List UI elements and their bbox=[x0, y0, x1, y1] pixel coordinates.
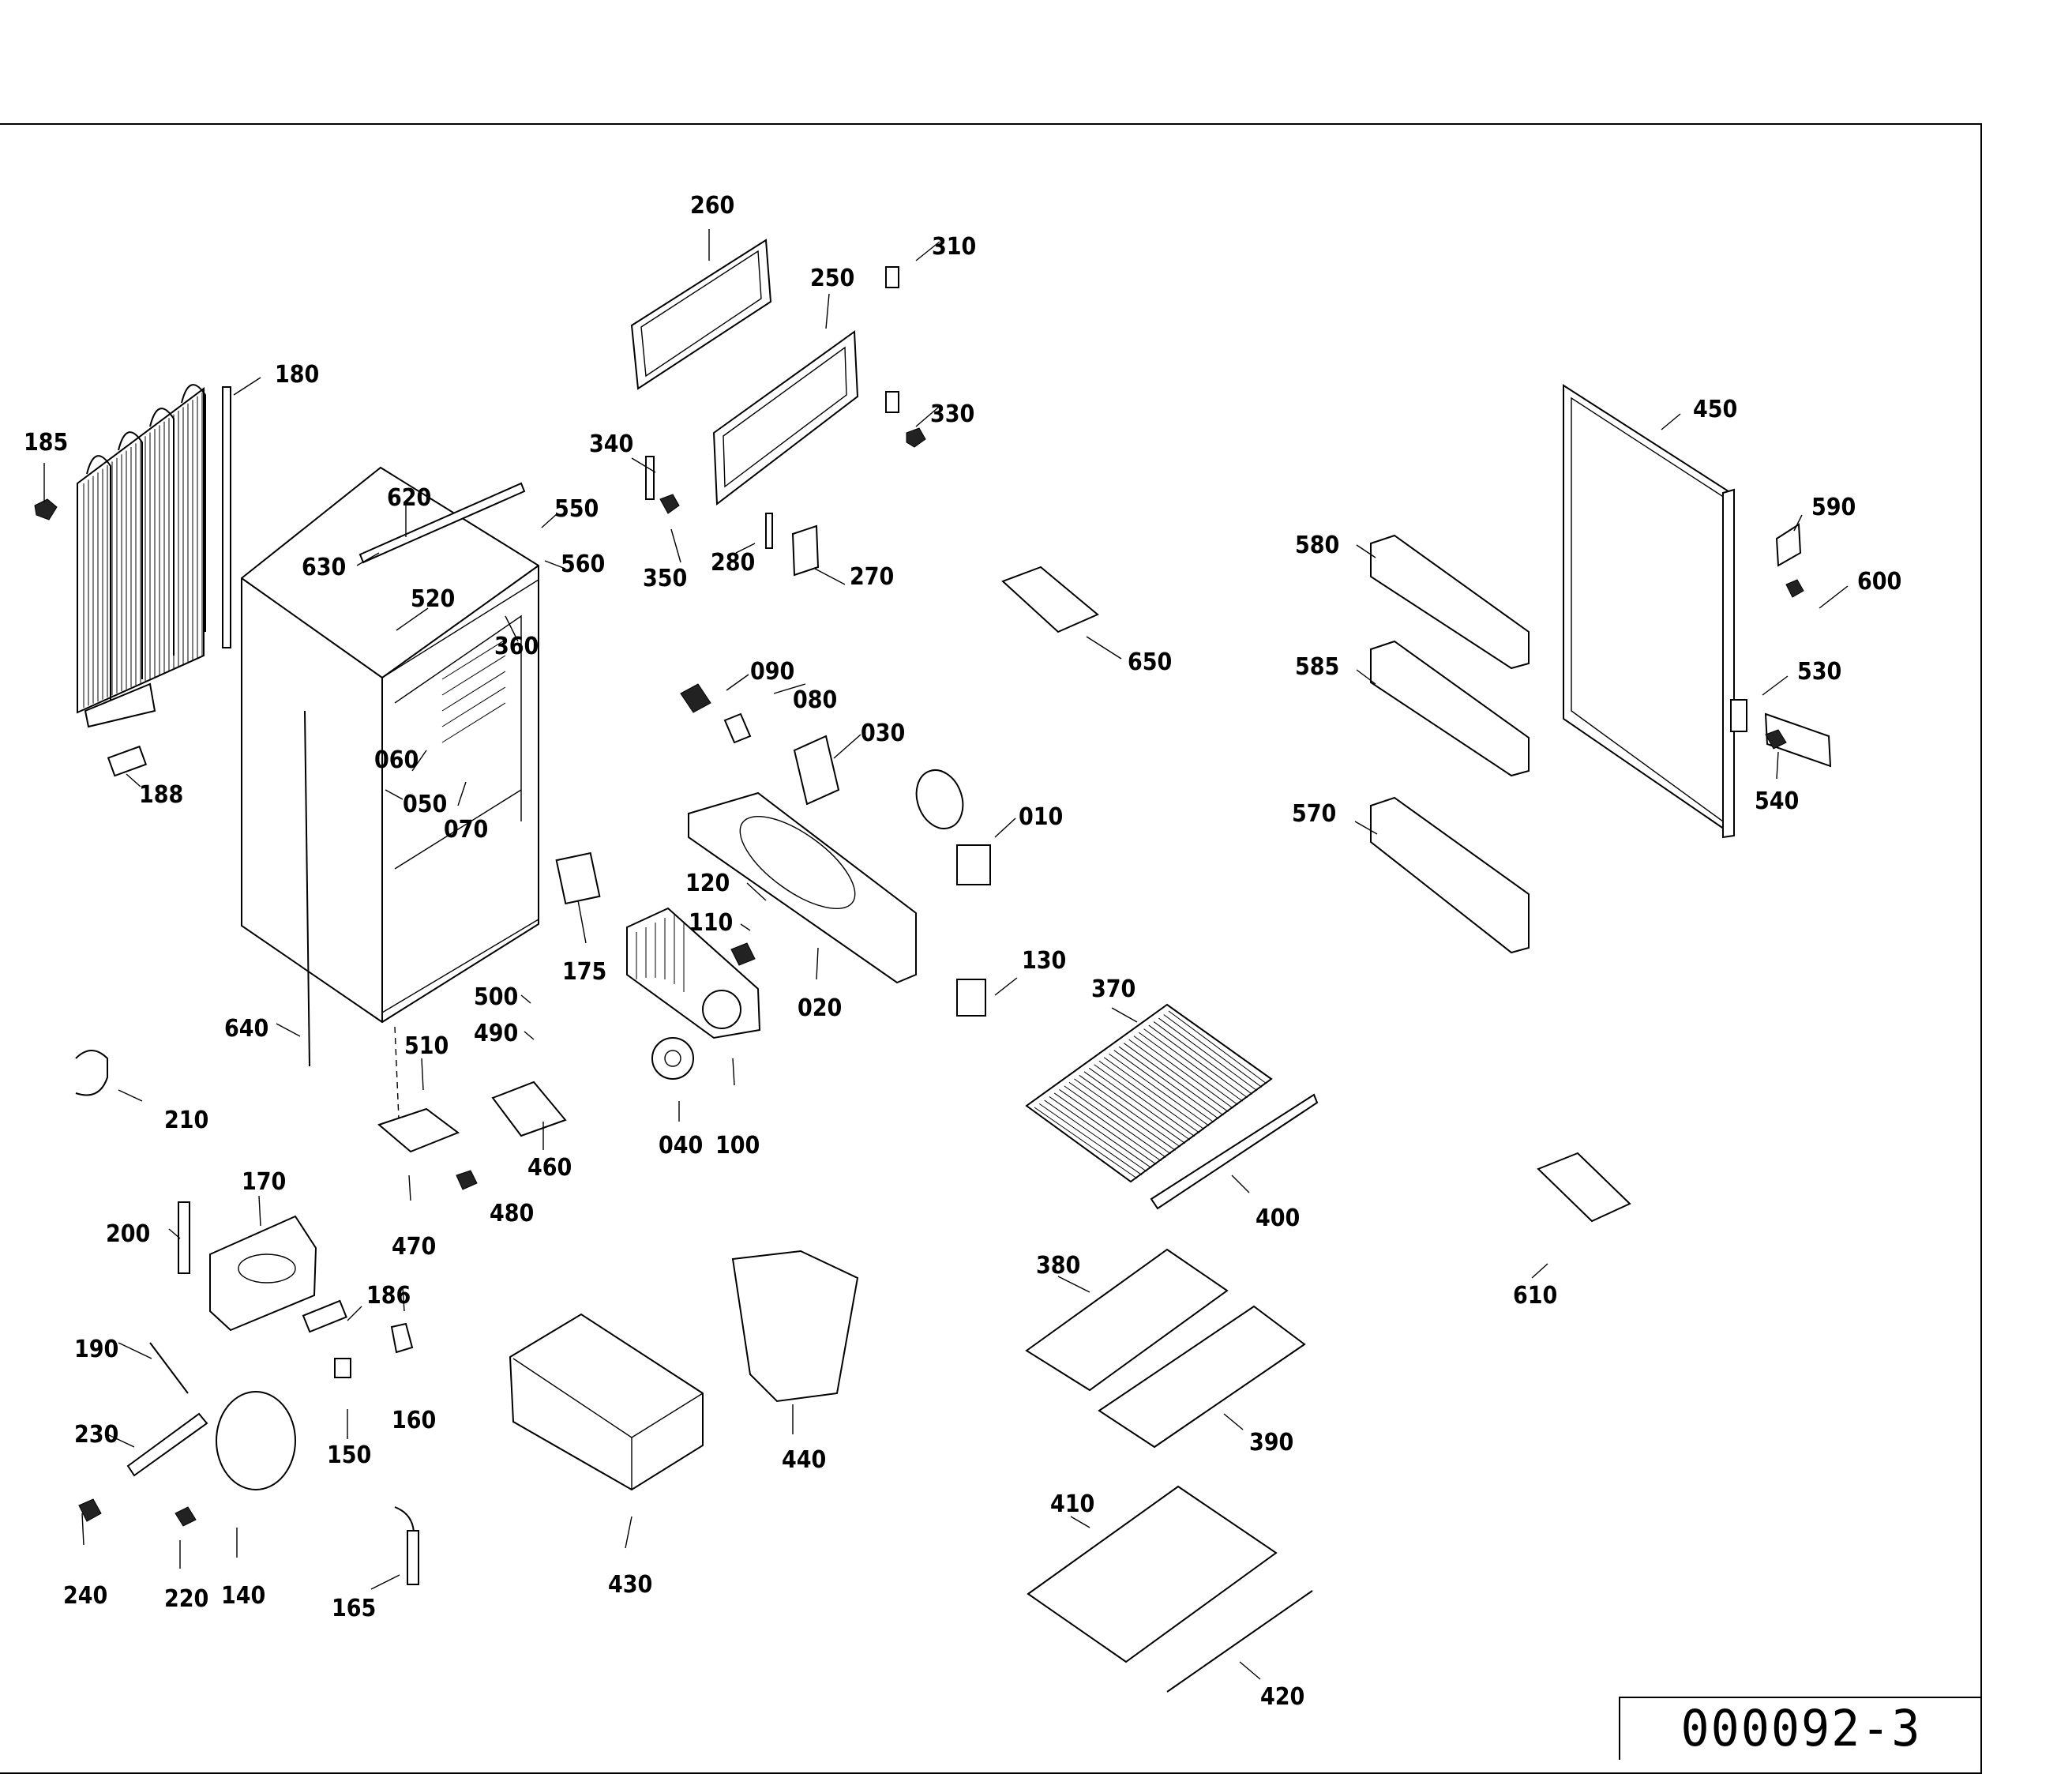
callout-270: 270 bbox=[850, 563, 894, 591]
callout-570: 570 bbox=[1292, 800, 1336, 828]
callout-460: 460 bbox=[527, 1154, 572, 1182]
callout-610: 610 bbox=[1513, 1282, 1557, 1310]
callout-186: 186 bbox=[366, 1282, 411, 1310]
callout-150: 150 bbox=[327, 1441, 371, 1469]
callout-170: 170 bbox=[242, 1168, 286, 1196]
callout-010: 010 bbox=[1019, 803, 1063, 831]
callout-585: 585 bbox=[1295, 653, 1339, 681]
callout-140: 140 bbox=[221, 1582, 265, 1610]
compressor-part bbox=[75, 851, 601, 1585]
callout-520: 520 bbox=[411, 585, 455, 613]
door-shelf-part bbox=[1370, 534, 1530, 954]
callout-240: 240 bbox=[63, 1582, 107, 1610]
callout-640: 640 bbox=[224, 1015, 268, 1043]
callout-165: 165 bbox=[332, 1595, 376, 1622]
callout-350: 350 bbox=[643, 565, 687, 592]
callout-560: 560 bbox=[561, 551, 605, 578]
callout-030: 030 bbox=[861, 720, 905, 747]
callout-180: 180 bbox=[275, 361, 319, 389]
egg-tray-part bbox=[1001, 566, 1631, 1223]
cabinet-part bbox=[241, 466, 539, 1138]
callout-630: 630 bbox=[302, 554, 346, 581]
fridge-door-part bbox=[1563, 384, 1832, 839]
callout-500: 500 bbox=[474, 983, 518, 1011]
callout-188: 188 bbox=[139, 781, 183, 809]
callout-330: 330 bbox=[930, 400, 974, 428]
callout-400: 400 bbox=[1256, 1205, 1300, 1232]
callout-220: 220 bbox=[164, 1585, 208, 1613]
callout-100: 100 bbox=[715, 1132, 760, 1159]
freezer-gasket-part bbox=[630, 239, 926, 577]
condenser-part bbox=[34, 384, 231, 777]
leader-lines bbox=[43, 229, 1849, 1680]
callout-600: 600 bbox=[1857, 568, 1901, 596]
callout-380: 380 bbox=[1036, 1252, 1080, 1280]
callout-580: 580 bbox=[1295, 532, 1339, 559]
air-duct-part bbox=[626, 683, 991, 1080]
wire-shelf-part bbox=[1025, 1003, 1319, 1449]
callout-470: 470 bbox=[392, 1233, 436, 1261]
callout-310: 310 bbox=[932, 233, 976, 261]
callout-510: 510 bbox=[404, 1032, 449, 1060]
callout-410: 410 bbox=[1050, 1490, 1094, 1518]
callout-230: 230 bbox=[74, 1421, 118, 1449]
callout-110: 110 bbox=[689, 909, 733, 937]
callout-280: 280 bbox=[711, 549, 755, 577]
callout-130: 130 bbox=[1022, 947, 1066, 975]
callout-550: 550 bbox=[554, 495, 599, 523]
callout-160: 160 bbox=[392, 1407, 436, 1434]
callout-540: 540 bbox=[1755, 787, 1799, 815]
callout-080: 080 bbox=[793, 686, 837, 714]
callout-650: 650 bbox=[1128, 648, 1172, 676]
callout-labels: 185 180 188 260 250 310 330 340 350 280 … bbox=[24, 192, 1901, 1711]
callout-590: 590 bbox=[1811, 494, 1856, 521]
callout-480: 480 bbox=[490, 1200, 534, 1227]
callout-370: 370 bbox=[1091, 975, 1135, 1003]
callout-420: 420 bbox=[1260, 1683, 1304, 1711]
callout-620: 620 bbox=[387, 484, 431, 512]
callout-340: 340 bbox=[589, 430, 633, 458]
callout-390: 390 bbox=[1249, 1429, 1293, 1456]
callout-440: 440 bbox=[782, 1446, 826, 1474]
title-block: 000092-3 bbox=[1619, 1697, 1982, 1760]
callout-250: 250 bbox=[810, 265, 854, 292]
callout-450: 450 bbox=[1693, 396, 1737, 423]
callout-185: 185 bbox=[24, 429, 68, 457]
drawing-number: 000092-3 bbox=[1680, 1700, 1922, 1758]
callout-050: 050 bbox=[403, 791, 447, 818]
callout-260: 260 bbox=[690, 192, 734, 220]
callout-530: 530 bbox=[1797, 658, 1841, 686]
glass-shelf-part bbox=[1027, 1485, 1313, 1693]
callout-210: 210 bbox=[164, 1107, 208, 1134]
callout-490: 490 bbox=[474, 1020, 518, 1047]
callout-060: 060 bbox=[374, 746, 419, 774]
callout-120: 120 bbox=[685, 870, 730, 897]
callout-190: 190 bbox=[74, 1336, 118, 1363]
callout-040: 040 bbox=[659, 1132, 703, 1159]
callout-090: 090 bbox=[750, 658, 794, 686]
callout-020: 020 bbox=[798, 994, 842, 1022]
callout-430: 430 bbox=[608, 1571, 652, 1599]
callout-175: 175 bbox=[562, 958, 606, 986]
callout-070: 070 bbox=[444, 816, 488, 844]
crisper-bin-part bbox=[509, 1250, 859, 1491]
callout-360: 360 bbox=[494, 633, 539, 660]
callout-200: 200 bbox=[106, 1220, 150, 1248]
